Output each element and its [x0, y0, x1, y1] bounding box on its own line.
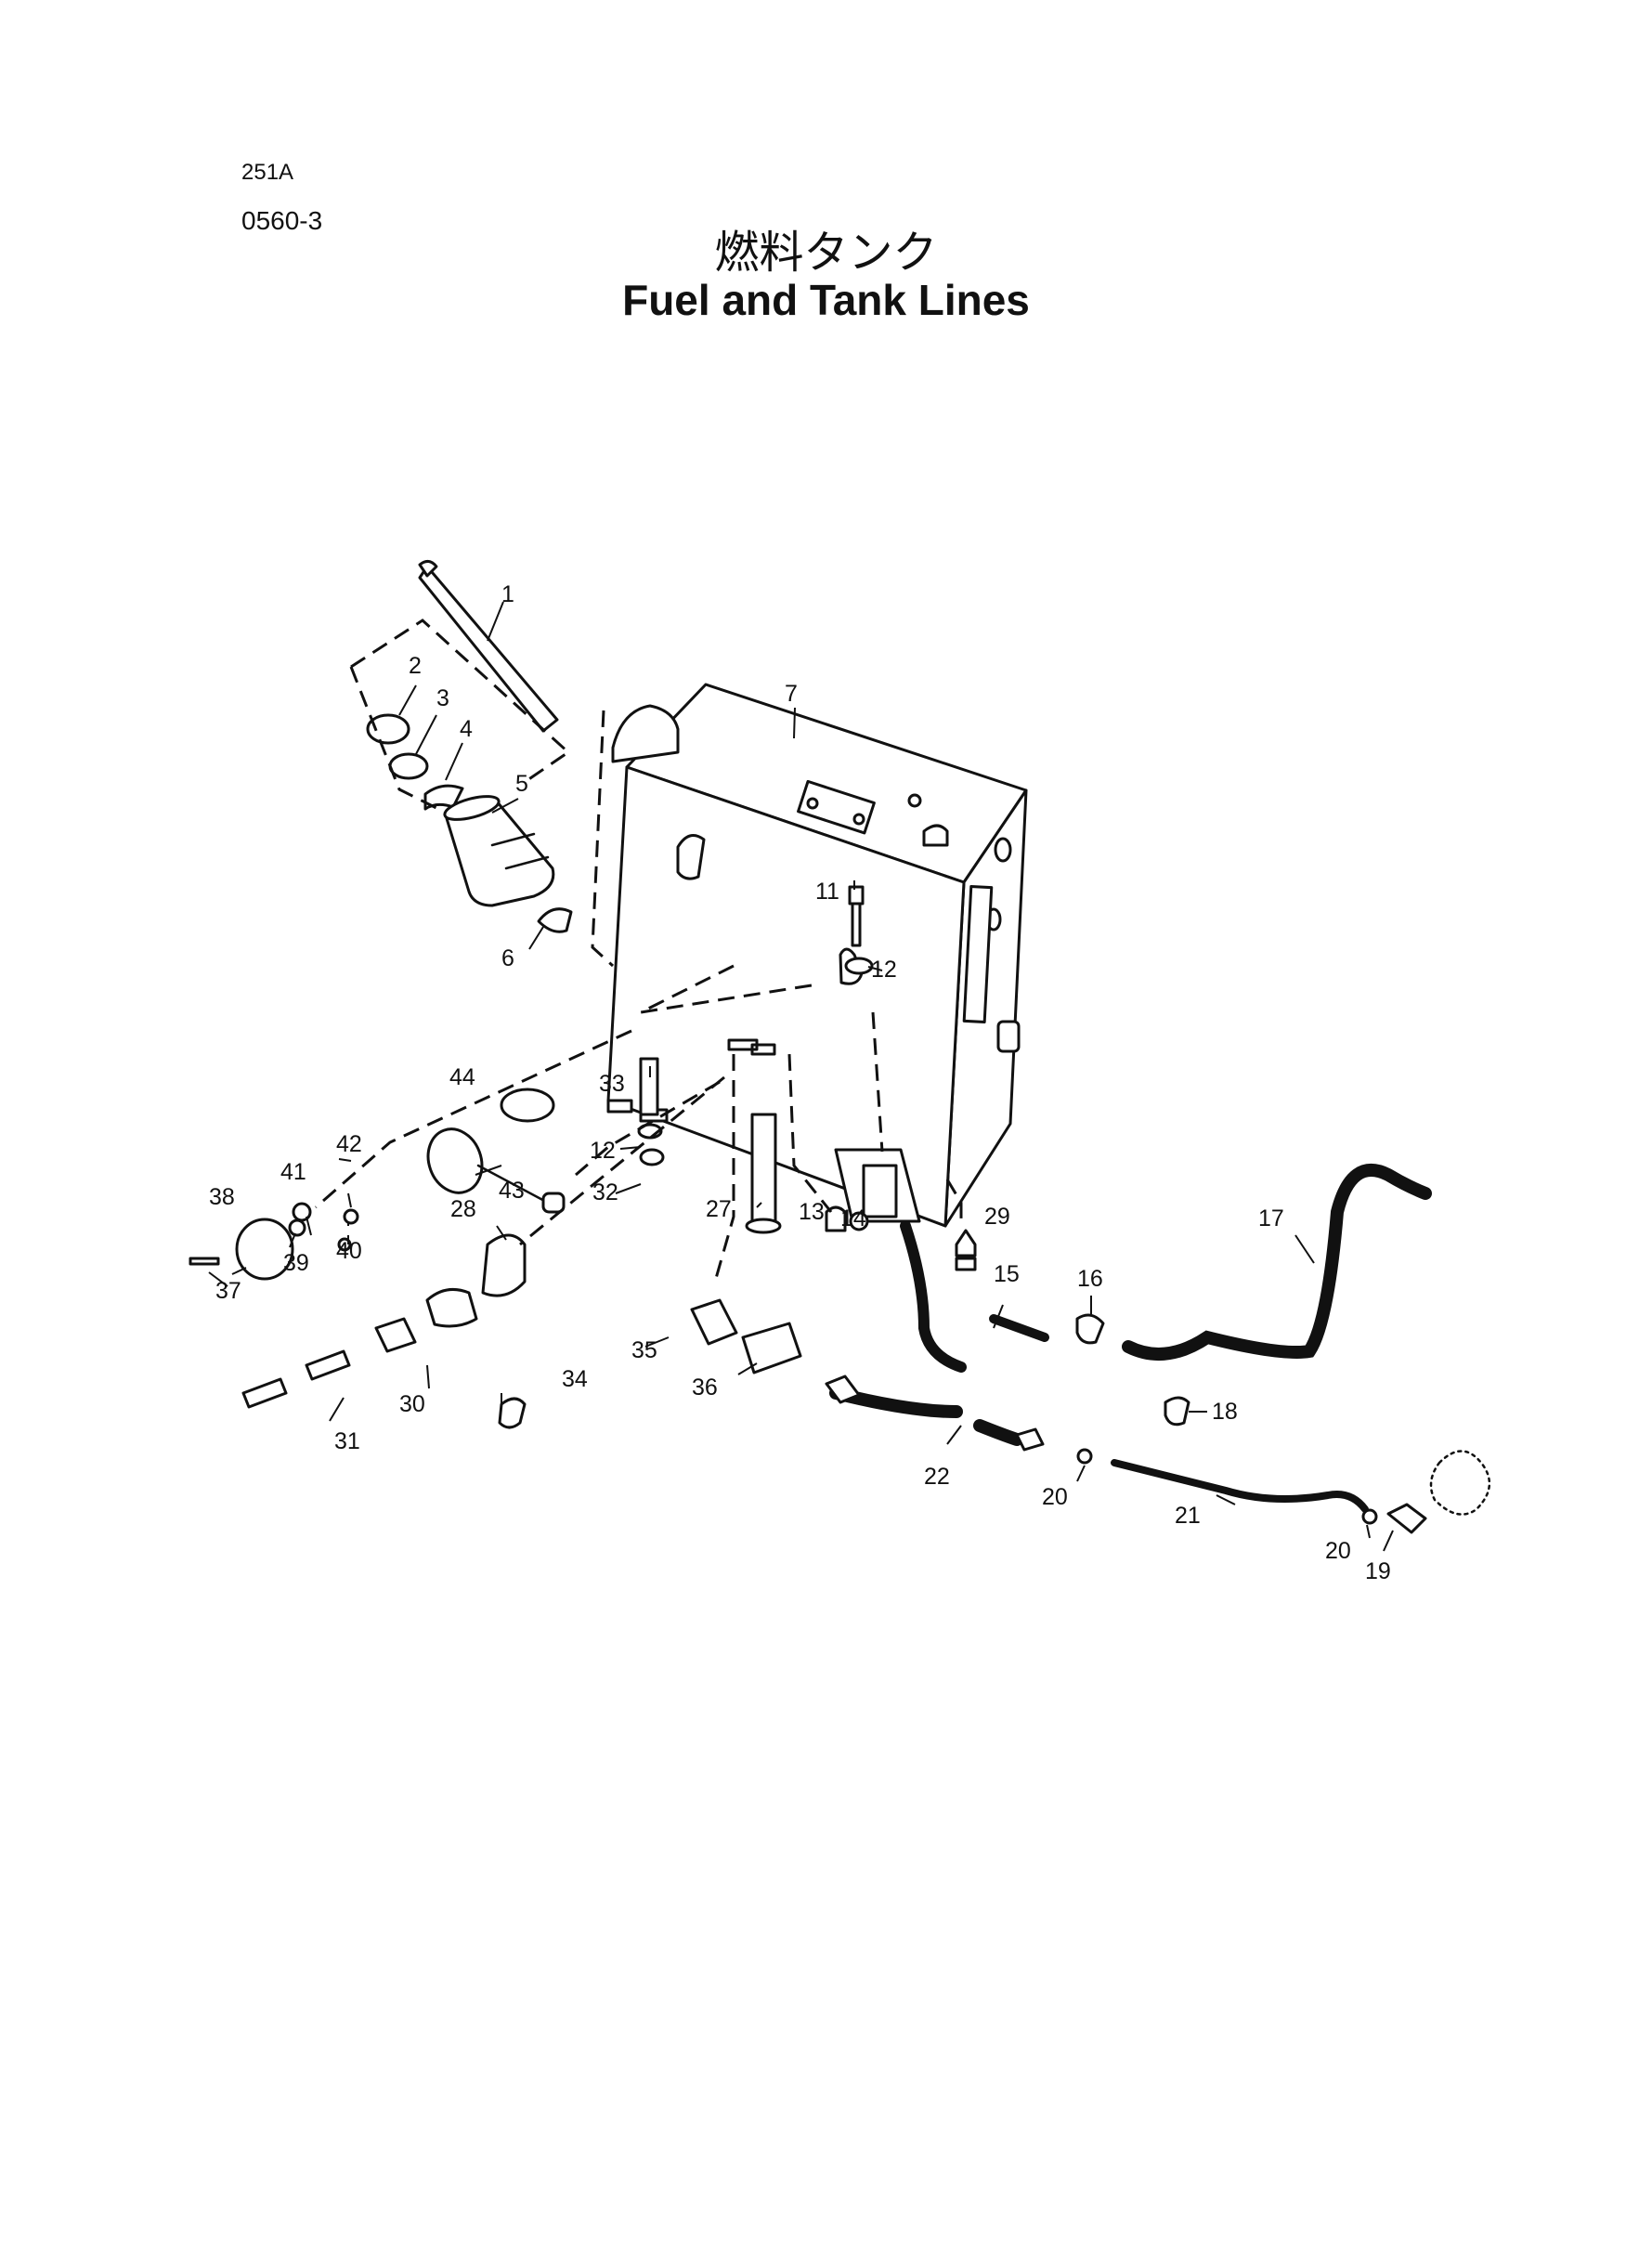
callout-28: 28	[450, 1196, 476, 1222]
section-code: 0560-3	[241, 206, 323, 235]
hose-fitting	[825, 1375, 1045, 1452]
callout-41: 41	[280, 1159, 306, 1185]
callout-4: 4	[460, 716, 473, 742]
callout-38: 38	[209, 1184, 235, 1210]
callout-36: 36	[692, 1375, 718, 1401]
pipe	[1111, 1459, 1369, 1513]
o-ring	[1076, 1448, 1093, 1465]
callout-37: 37	[215, 1278, 241, 1304]
callout-18: 18	[1212, 1399, 1238, 1425]
callout-35: 35	[631, 1337, 657, 1363]
callout-13: 13	[799, 1199, 825, 1225]
callout-34: 34	[562, 1366, 588, 1392]
callout-29: 29	[984, 1204, 1010, 1230]
callout-42: 42	[336, 1131, 362, 1157]
callout-20a: 20	[1042, 1484, 1068, 1510]
bolt	[848, 885, 865, 947]
callout-20b: 20	[1325, 1538, 1351, 1564]
strainer	[443, 795, 555, 907]
clamp	[1164, 1396, 1190, 1427]
drain-pipe-flange	[745, 1218, 782, 1234]
page-code: 251A	[241, 160, 294, 185]
connector	[374, 1317, 417, 1353]
callout-12b: 12	[590, 1138, 616, 1164]
o-ring	[1361, 1508, 1378, 1525]
callout-2: 2	[409, 653, 422, 679]
hose	[900, 1220, 967, 1373]
hose	[989, 1314, 1049, 1342]
callout-12a: 12	[871, 957, 897, 983]
callout-11: 11	[815, 879, 839, 905]
washer	[844, 957, 874, 975]
washer	[343, 1208, 359, 1225]
hose	[829, 1387, 1023, 1446]
valve-body	[690, 1298, 738, 1346]
bolt	[639, 1057, 659, 1116]
callout-44: 44	[449, 1064, 475, 1090]
cock	[425, 1287, 478, 1328]
callout-30: 30	[399, 1391, 425, 1417]
callout-14: 14	[840, 1205, 866, 1231]
clamp	[1075, 1313, 1105, 1345]
o-ring	[849, 1211, 869, 1231]
plug	[537, 907, 573, 933]
callout-5: 5	[515, 771, 528, 797]
sender-unit	[426, 1127, 566, 1214]
drain-pipe	[750, 1113, 777, 1223]
elbow	[1386, 1503, 1427, 1534]
callout-27: 27	[706, 1196, 732, 1222]
mating-component	[1429, 1450, 1490, 1516]
cap-ring	[366, 713, 410, 745]
callout-40: 40	[336, 1238, 362, 1264]
fuel-tank	[606, 683, 1028, 1228]
callout-17: 17	[1258, 1205, 1284, 1231]
callout-32: 32	[592, 1179, 618, 1205]
callout-33: 33	[599, 1071, 625, 1097]
callout-labels: 1 2 3 4 5 6 7 11 12 12 13 14 15 16 17 18…	[209, 581, 1391, 1584]
callout-6: 6	[501, 945, 514, 971]
callout-21: 21	[1175, 1503, 1201, 1529]
hose	[1122, 1164, 1432, 1361]
page-title: Fuel and Tank Lines	[622, 276, 1030, 324]
flange	[500, 1088, 555, 1123]
screw	[189, 1257, 220, 1266]
callout-1: 1	[501, 581, 514, 607]
callout-leaders	[208, 601, 1394, 1552]
clamp	[498, 1397, 527, 1429]
assembly-group-outlines	[315, 619, 963, 1283]
nut	[288, 1218, 306, 1237]
callout-22: 22	[924, 1464, 950, 1490]
cover-plate	[235, 1218, 294, 1281]
callout-15: 15	[994, 1261, 1020, 1287]
callout-39: 39	[283, 1250, 309, 1276]
callout-7: 7	[785, 681, 798, 707]
valve	[741, 1322, 802, 1375]
callout-31: 31	[334, 1428, 360, 1454]
elbow	[481, 1233, 527, 1297]
callout-19: 19	[1365, 1558, 1391, 1584]
callout-3: 3	[436, 685, 449, 711]
callout-16: 16	[1077, 1266, 1103, 1292]
gasket	[388, 752, 429, 780]
nut	[639, 1148, 665, 1166]
hoses	[241, 1349, 351, 1409]
page-title-japanese: 燃料タンク	[714, 228, 938, 278]
tee-fitting	[955, 1229, 977, 1271]
callout-43: 43	[499, 1178, 525, 1204]
